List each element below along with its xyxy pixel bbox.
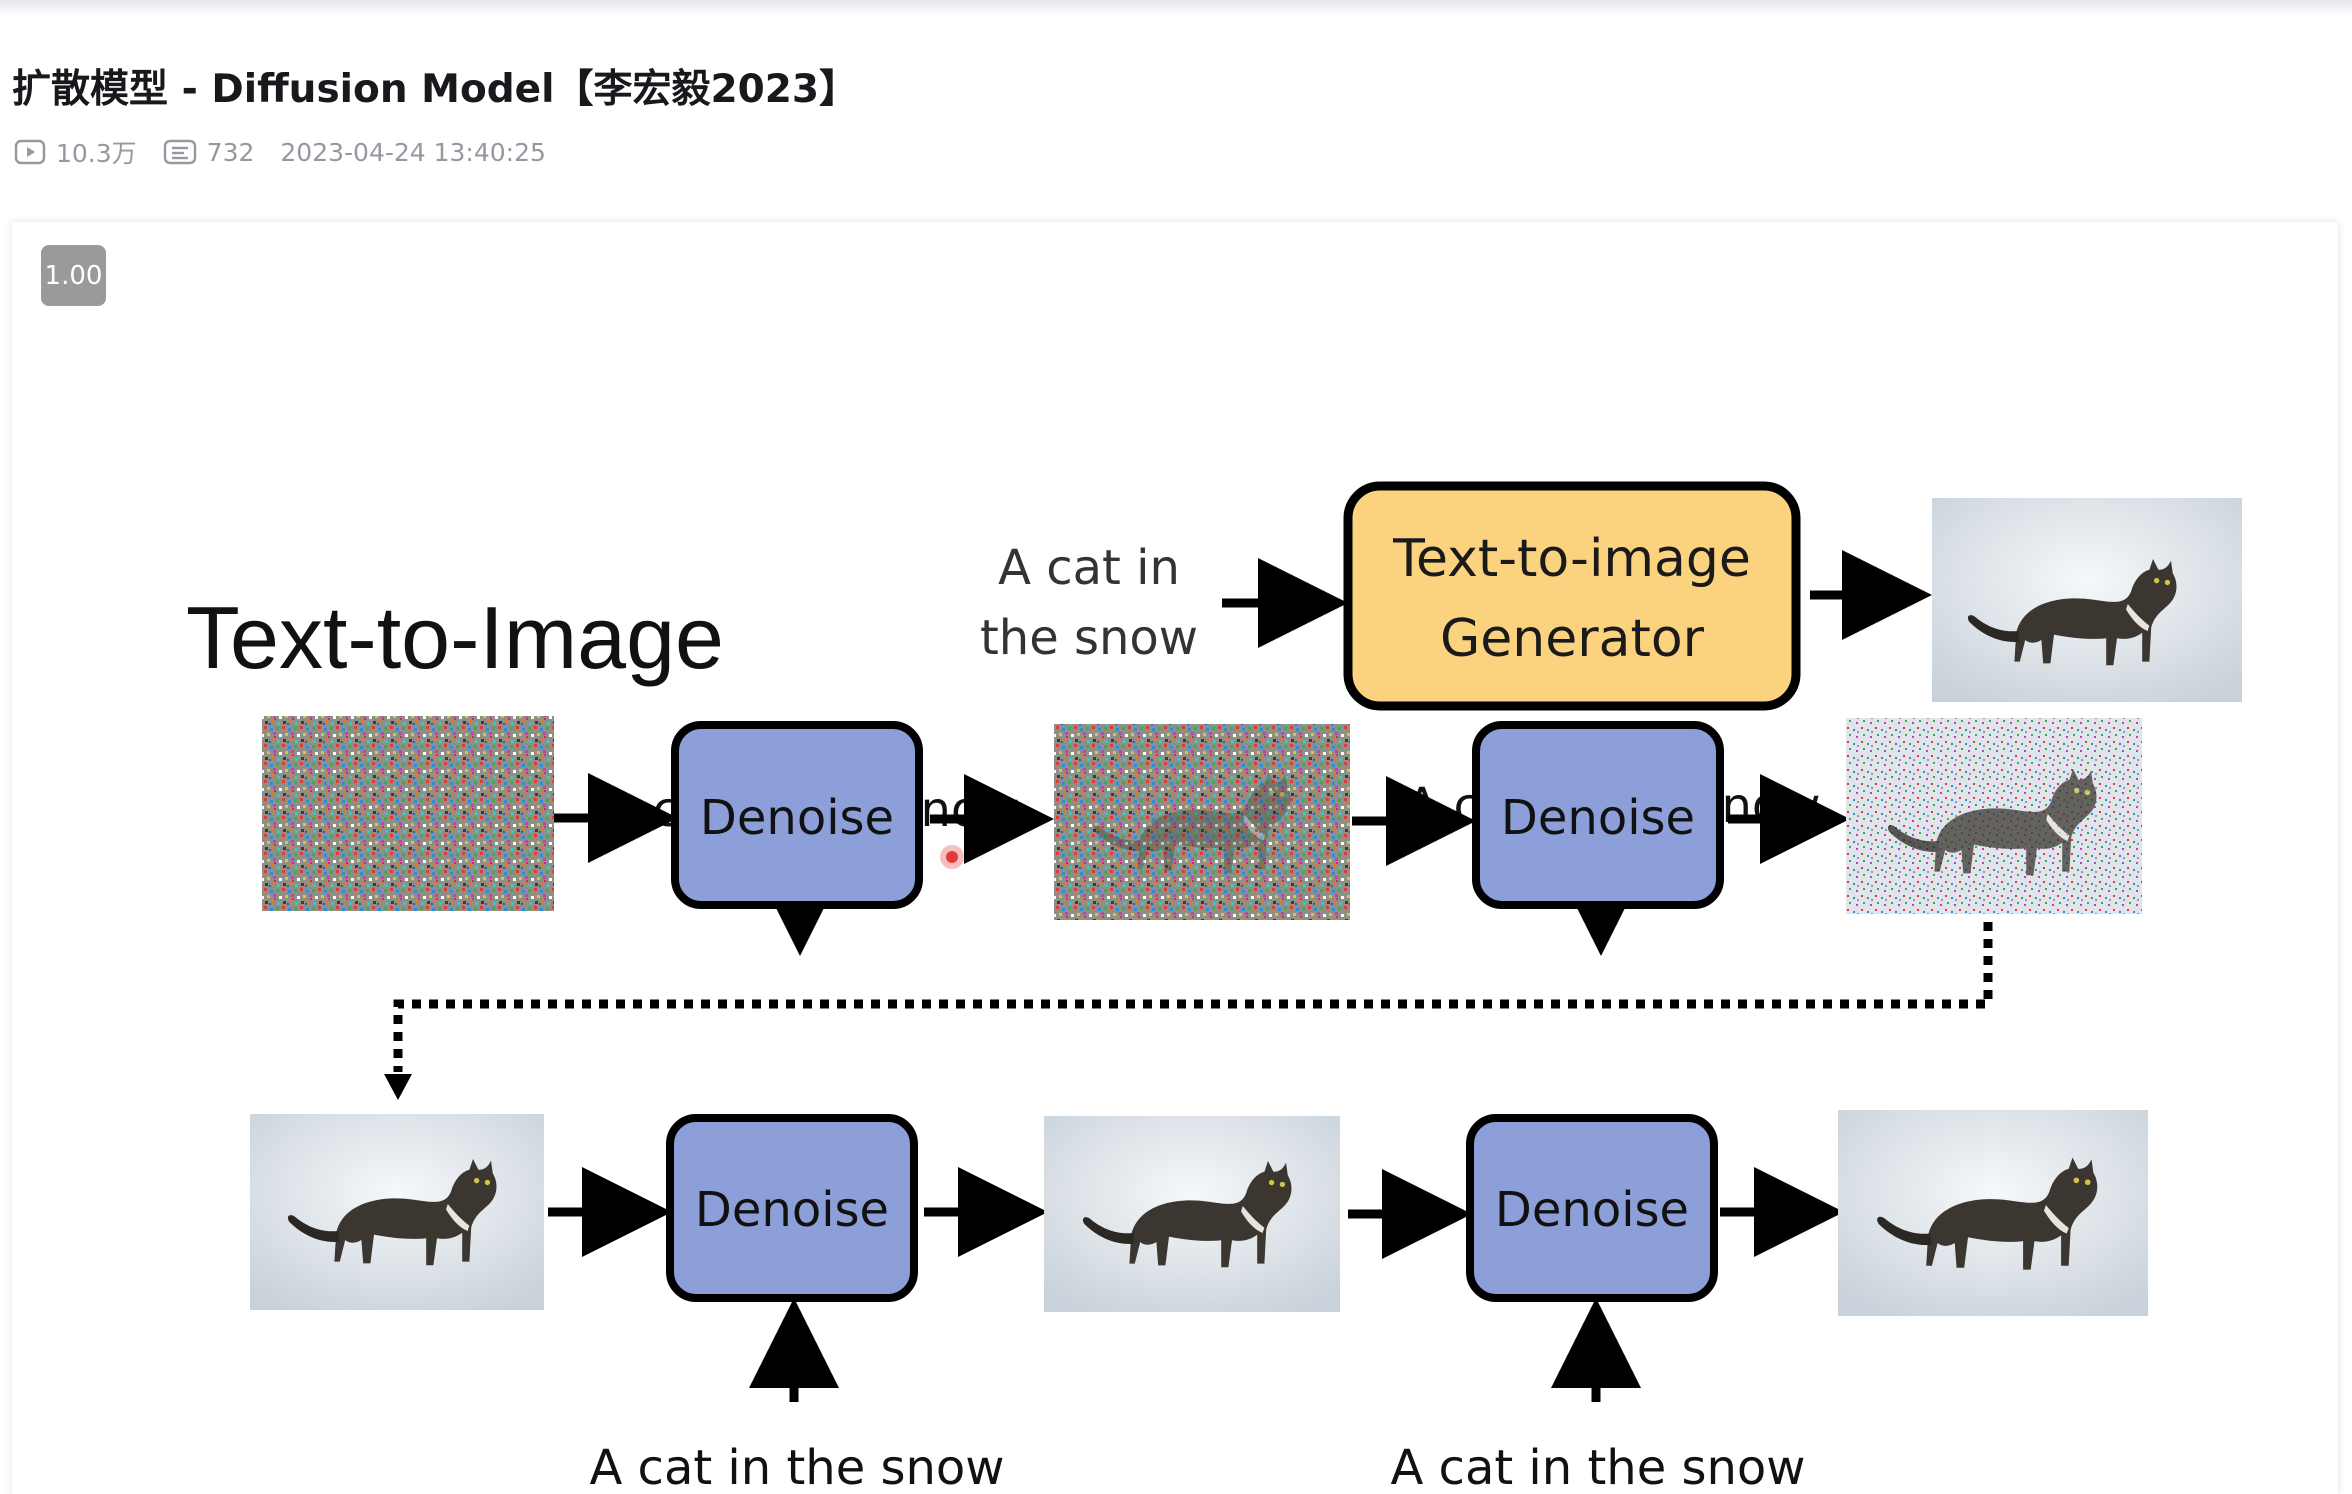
video-meta: 10.3万 732 2023-04-24 13:40:25 bbox=[14, 136, 572, 168]
prompt-line-2: the snow bbox=[980, 610, 1198, 666]
denoise-label-2: Denoise bbox=[1501, 790, 1695, 846]
dotted-connector bbox=[393, 922, 1993, 1072]
denoise-box-1 bbox=[671, 721, 923, 909]
cursor-dot-icon bbox=[946, 851, 958, 863]
slide-heading: Text-to-Image bbox=[186, 588, 724, 687]
dotted-connector-arrowhead bbox=[384, 1074, 412, 1100]
header-shadow bbox=[0, 0, 2352, 16]
denoise-label-4: Denoise bbox=[1495, 1182, 1689, 1238]
cat-image-row2-1 bbox=[250, 1114, 544, 1310]
generator-line-2: Generator bbox=[1440, 609, 1705, 669]
slide-diagram: Text-to-Image A cat in the snow Text-to-… bbox=[186, 481, 2242, 1494]
play-count-icon bbox=[14, 139, 46, 165]
video-title: 扩散模型 - Diffusion Model【李宏毅2023】 bbox=[12, 67, 859, 112]
danmaku-count: 732 bbox=[163, 137, 255, 167]
publish-time: 2023-04-24 13:40:25 bbox=[280, 137, 546, 167]
noisy-cat-image-2 bbox=[1846, 718, 2142, 914]
generator-box bbox=[1343, 481, 1801, 711]
prompt-line-1: A cat in bbox=[998, 540, 1180, 596]
mouse-cursor-indicator bbox=[940, 845, 964, 869]
step-prompt-3: A cat in the snow bbox=[589, 1440, 1004, 1494]
output-cat-image bbox=[1932, 498, 2242, 702]
danmaku-icon bbox=[163, 139, 196, 165]
video-player[interactable]: Text-to-Image A cat in the snow Text-to-… bbox=[12, 222, 2338, 1494]
danmaku-count-text: 732 bbox=[206, 137, 255, 167]
cat-image-row2-2 bbox=[1044, 1116, 1340, 1312]
noisy-cat-image-1 bbox=[1054, 724, 1350, 920]
view-count: 10.3万 bbox=[14, 134, 137, 170]
denoise-label-3: Denoise bbox=[695, 1182, 889, 1238]
cat-image-row2-3 bbox=[1838, 1110, 2148, 1316]
noise-image bbox=[262, 716, 554, 911]
step-prompt-4: A cat in the snow bbox=[1390, 1440, 1805, 1494]
denoise-box-2 bbox=[1472, 721, 1724, 909]
view-count-text: 10.3万 bbox=[56, 139, 137, 168]
generator-line-1: Text-to-image bbox=[1392, 529, 1751, 589]
denoise-label-1: Denoise bbox=[700, 790, 894, 846]
playback-speed-badge[interactable]: 1.00 bbox=[41, 245, 106, 306]
